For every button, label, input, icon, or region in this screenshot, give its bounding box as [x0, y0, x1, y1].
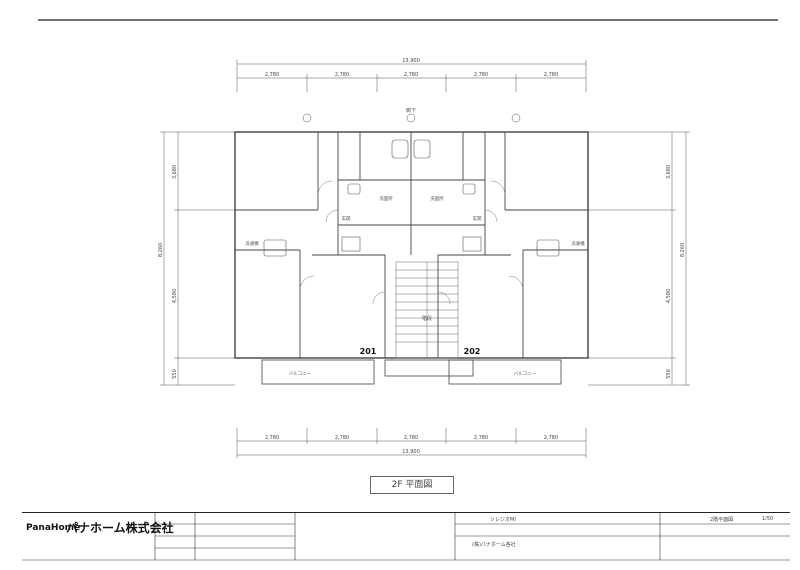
right-dim: 3,680	[666, 165, 672, 179]
unit-number: 202	[464, 347, 481, 356]
balcony-label: バルコニー	[289, 371, 312, 377]
exterior-walls	[234, 131, 589, 359]
left-small-dim: 550	[172, 369, 178, 379]
corridor-label: 廊下	[406, 107, 416, 114]
washroom-label: 洗面所	[379, 195, 393, 202]
unit-number: 201	[360, 347, 377, 356]
title-block: PanaHome パナホーム株式会社 ソレジオMI 2階平面図 1/50 (株)…	[22, 512, 790, 561]
right-small-dim: 550	[666, 369, 672, 379]
brand-logo-en: PanaHome	[26, 523, 81, 533]
company-name: (株)パナホーム各社	[472, 542, 516, 548]
stairs-label: 階段	[422, 315, 432, 322]
washer-label: 洗濯機	[245, 240, 259, 247]
bottom-dim: 2,780	[544, 435, 558, 441]
door-swings	[299, 180, 524, 305]
balcony-label: バルコニー	[514, 371, 537, 377]
top-dim: 2,780	[335, 72, 349, 78]
entrance-label: 玄関	[473, 215, 482, 222]
top-dim: 2,780	[404, 72, 418, 78]
bottom-dim: 2,780	[404, 435, 418, 441]
right-dimension-lines	[588, 131, 690, 386]
interior-walls	[235, 132, 588, 358]
bath-fixtures	[263, 139, 560, 257]
bottom-dimension-lines	[236, 428, 587, 458]
drawing-title: 2F 平面図	[370, 476, 454, 494]
sheet-name: 2階平面図	[710, 517, 734, 523]
washroom-label: 洗面所	[430, 195, 444, 202]
stair-treads	[395, 261, 459, 359]
bottom-total-dim: 13,900	[402, 449, 420, 455]
washer-label: 洗濯機	[571, 240, 585, 247]
right-dim: 4,580	[666, 289, 672, 303]
building-name: ソレジオMI	[490, 517, 516, 523]
left-total-dim: 8,260	[158, 243, 164, 257]
entrance-label: 玄関	[342, 215, 351, 222]
top-dim: 2,780	[265, 72, 279, 78]
scale: 1/50	[762, 516, 774, 522]
titleblock-grid	[22, 512, 790, 561]
bottom-dim: 2,780	[335, 435, 349, 441]
top-dim: 2,780	[544, 72, 558, 78]
brand-logo-jp: パナホーム株式会社	[66, 521, 174, 535]
top-total-dim: 13,900	[402, 58, 420, 64]
top-dimension-lines	[236, 60, 587, 92]
left-dimension-lines	[160, 131, 235, 386]
balconies	[261, 359, 562, 385]
top-dim: 2,780	[474, 72, 488, 78]
left-dim: 4,580	[172, 289, 178, 303]
bottom-dim: 2,780	[265, 435, 279, 441]
bottom-dim: 2,780	[474, 435, 488, 441]
right-total-dim: 8,260	[680, 243, 686, 257]
top-grid-markers	[302, 113, 521, 123]
left-dim: 3,680	[172, 165, 178, 179]
